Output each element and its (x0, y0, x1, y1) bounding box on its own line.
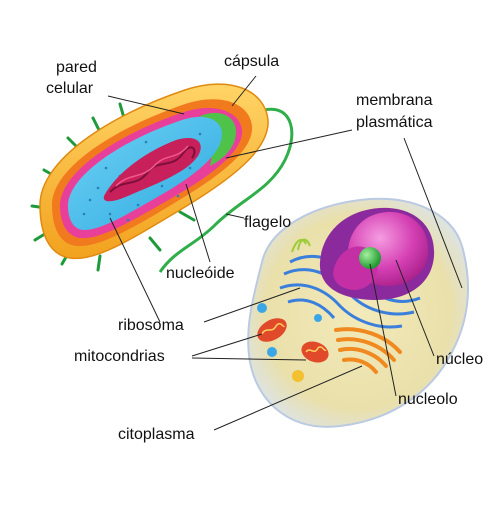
leader-membrana-1 (225, 129, 353, 159)
mitochondria (257, 318, 329, 363)
eukaryotic-cell (247, 197, 469, 428)
label-flagelo: flagelo (244, 214, 292, 231)
label-nucleoide: nucleóide (166, 265, 235, 282)
leader-nucleo (395, 259, 435, 357)
leader-ribosoma-1 (109, 217, 161, 323)
leader-citoplasma (213, 365, 363, 431)
label-mitocondrias: mitocondrias (74, 348, 165, 365)
leader-mitocondrias-1 (191, 333, 263, 357)
leader-mitocondrias-2 (191, 357, 307, 361)
golgi (334, 327, 402, 374)
leader-nucleolo (369, 263, 397, 397)
leader-lines (107, 75, 463, 431)
nucleoid (103, 137, 201, 202)
vesicles (257, 303, 322, 382)
label-citoplasma: citoplasma (118, 426, 195, 443)
label-pared-celular-line2: celular (46, 80, 94, 97)
leader-capsula (231, 75, 257, 107)
leader-pared-celular (107, 95, 185, 115)
label-ribosoma: ribosoma (118, 317, 184, 334)
cytoskeleton (291, 238, 311, 253)
prokaryotic-cell (30, 83, 294, 273)
flagellum (158, 108, 294, 273)
leader-ribosoma-2 (203, 287, 301, 323)
leader-nucleoide (185, 183, 211, 263)
label-membrana-line1: membrana (356, 92, 433, 109)
label-nucleolo: nucleolo (398, 391, 458, 408)
label-capsula: cápsula (224, 53, 280, 70)
leader-membrana-2 (403, 137, 463, 289)
label-nucleo: núcleo (436, 351, 484, 368)
nucleolus (359, 247, 381, 269)
label-membrana-line2: plasmática (356, 114, 433, 131)
leader-flagelo (225, 213, 245, 219)
label-pared-celular-line1: pared (56, 59, 97, 76)
